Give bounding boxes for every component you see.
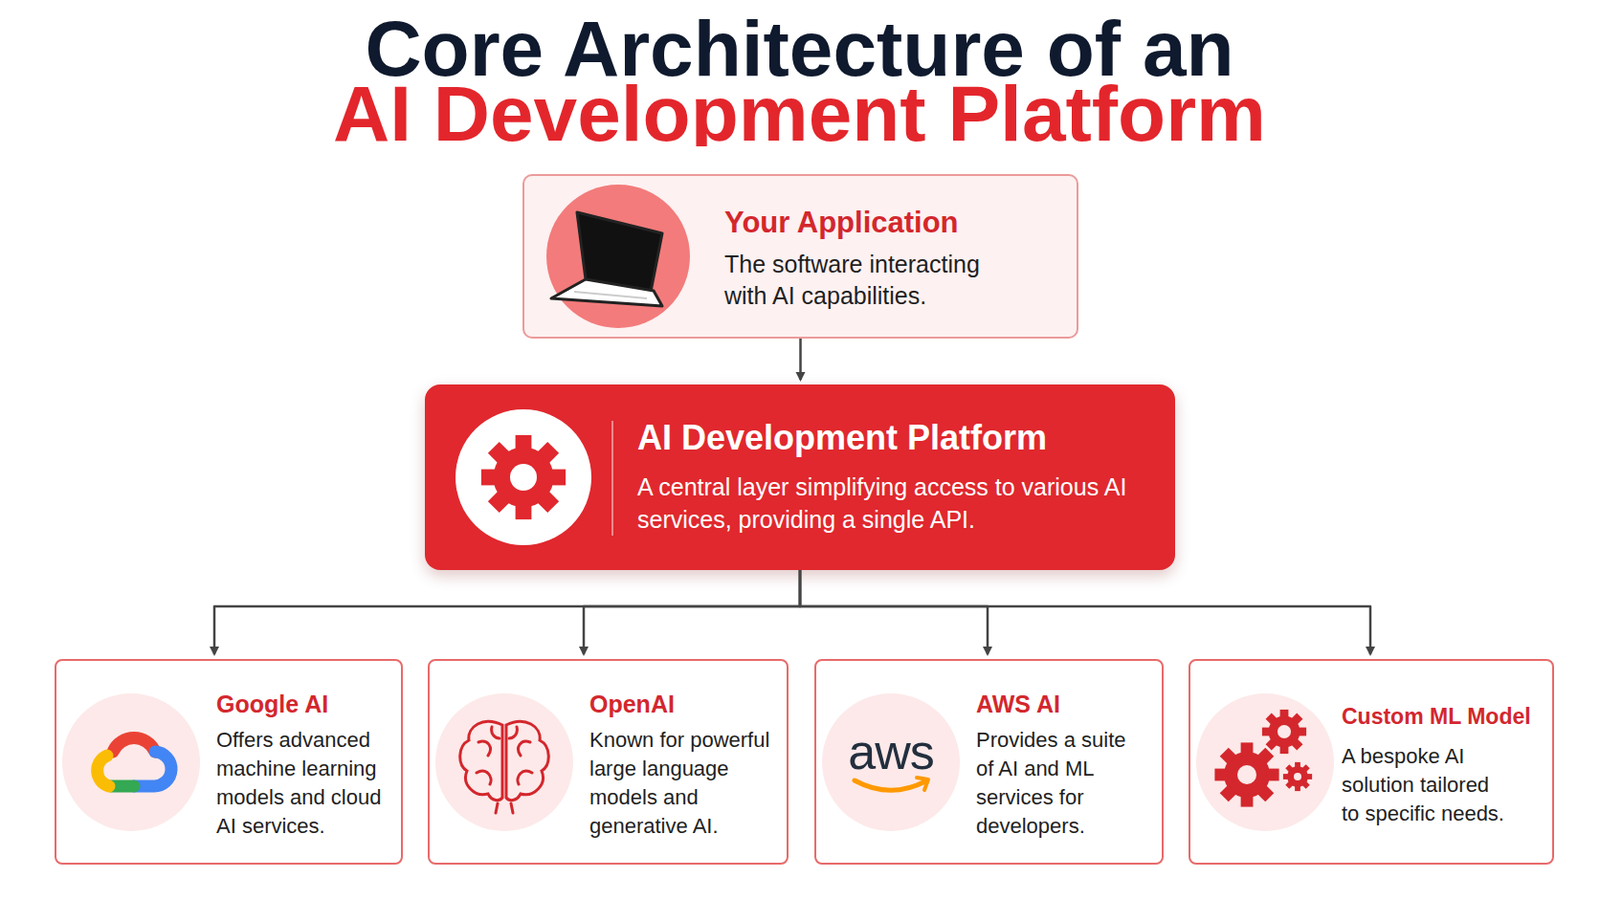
custom-gears-icon (1196, 693, 1334, 832)
gear-hole (1293, 773, 1302, 781)
box-heading: OpenAI (589, 689, 781, 719)
icon-circle (822, 693, 960, 832)
aws-logo-icon (822, 693, 960, 832)
icon-circle (62, 693, 200, 832)
box-heading: Google AI (216, 689, 399, 719)
connector-arrow (800, 570, 988, 655)
provider-box: OpenAI Known for powerful large language … (427, 659, 789, 866)
connector-arrow (214, 570, 800, 655)
gear-small (1283, 762, 1312, 792)
gear-medium (1262, 710, 1307, 755)
brain-icon (435, 693, 574, 832)
icon-circle (546, 184, 690, 329)
laptop-icon (546, 184, 690, 329)
box-heading: AI Development Platform (637, 417, 1155, 460)
box-heading: Custom ML Model (1341, 702, 1548, 732)
aws-smile-tip (916, 777, 929, 791)
box-heading: AWS AI (976, 689, 1158, 719)
aws-smile (854, 780, 926, 791)
gear-large (1214, 742, 1279, 807)
connector-arrow (583, 570, 800, 655)
provider-box: Custom ML Model A bespoke AI solution tai… (1188, 659, 1555, 866)
cloud-red (112, 738, 156, 753)
cloud-green (111, 780, 134, 794)
box-description: Provides a suite of AI and ML services f… (976, 726, 1144, 842)
cloud-blue (133, 752, 172, 787)
laptop-screen (577, 212, 663, 292)
brain-left (460, 721, 503, 800)
provider-box: Google AI Offers advanced machine learnin… (54, 659, 403, 866)
brain-stem (495, 803, 513, 814)
laptop-base (551, 279, 663, 307)
box-description: Known for powerful large language models… (589, 726, 778, 842)
platform-box: AI Development Platform A central layer s… (424, 384, 1176, 571)
brain-folds (476, 727, 533, 785)
gear-hole (510, 464, 537, 491)
box-description: The software interacting with AI capabil… (724, 248, 1002, 312)
gear-hole (1237, 765, 1257, 785)
gear-shape (481, 435, 566, 520)
application-box: Your ApplicationThe software interacting… (522, 174, 1079, 339)
divider-line (611, 421, 614, 536)
box-description: Offers advanced machine learning models … (216, 726, 394, 842)
connector-arrow (800, 570, 1371, 655)
laptop-keys (574, 291, 647, 299)
brain-right (506, 721, 549, 800)
icon-circle (455, 409, 592, 546)
gear-hole (1277, 725, 1291, 739)
box-description: A central layer simplifying access to va… (637, 470, 1145, 536)
provider-box: AWS AI Provides a suite of AI and ML serv… (814, 659, 1164, 866)
connector-arrow (799, 338, 802, 380)
icon-circle (435, 693, 574, 832)
diagram-title: Core Architecture of an AI Development P… (323, 16, 1276, 147)
cloud-yellow (97, 755, 110, 787)
box-heading: Your Application (724, 204, 1050, 242)
platform-gear-icon (455, 409, 613, 546)
box-description: A bespoke AI solution tailored to specif… (1341, 742, 1509, 829)
icon-circle (1196, 693, 1334, 832)
google-cloud-icon (62, 693, 200, 832)
